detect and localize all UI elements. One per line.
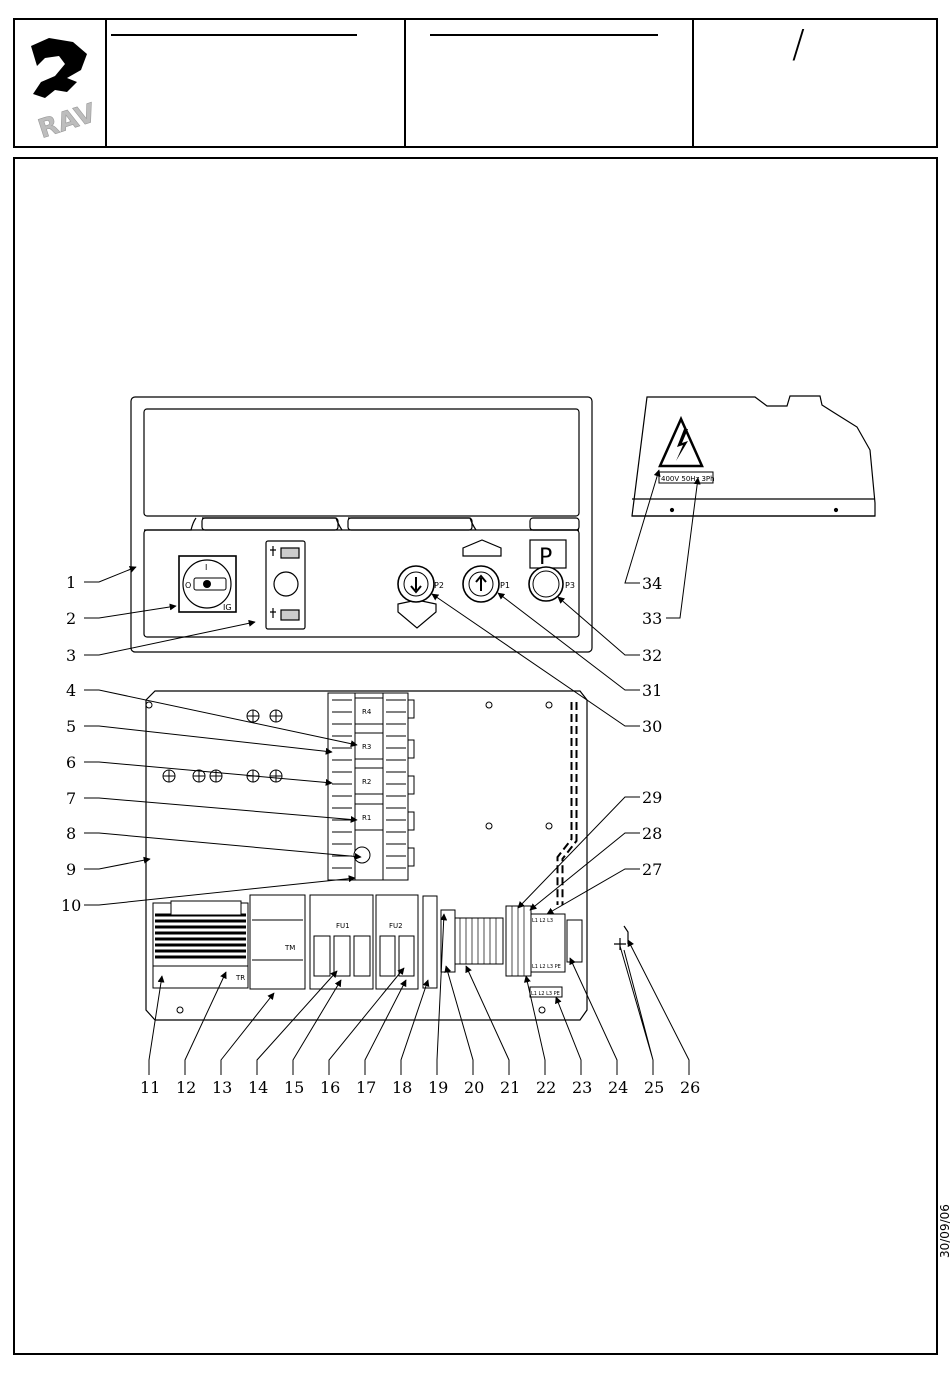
fuse2-label: FU2 (389, 922, 403, 930)
callout-25: 25 (644, 1080, 664, 1096)
callout-30: 30 (642, 719, 662, 735)
earth-bolt (614, 926, 628, 950)
contactor: TM (250, 895, 305, 989)
warning-rating: 400V 50Hz 3Ph (661, 475, 715, 483)
callout-27: 27 (642, 862, 662, 878)
relay-r2: R2 (362, 778, 371, 786)
callout-33: 33 (642, 611, 662, 627)
callout-2: 2 (66, 611, 76, 627)
p-button[interactable]: P P3 (529, 540, 575, 601)
main-terminals: L1 L2 L3 L1 L2 L3 PE L1 L2 L3 PE (530, 914, 582, 997)
leaders-left (84, 567, 361, 905)
callout-28: 28 (642, 826, 662, 842)
warning-sign: 400V 50Hz 3Ph (659, 419, 715, 483)
terminal-ext-labels: L1 L2 L3 PE (531, 991, 560, 997)
callout-31: 31 (642, 683, 662, 699)
callout-23: 23 (572, 1080, 592, 1096)
transformer-label: TR (235, 974, 245, 982)
callout-22: 22 (536, 1080, 556, 1096)
switch-label: IG (223, 603, 232, 612)
relay-block (328, 693, 414, 880)
terminal-strip (455, 906, 531, 976)
callout-1: 1 (66, 575, 76, 591)
callout-12: 12 (176, 1080, 196, 1096)
callout-3: 3 (66, 648, 76, 664)
power-supply (423, 896, 455, 988)
callout-18: 18 (392, 1080, 412, 1096)
callout-15: 15 (284, 1080, 304, 1096)
callout-14: 14 (248, 1080, 268, 1096)
limit-indicator (266, 541, 305, 629)
callout-19: 19 (428, 1080, 448, 1096)
p2-label: P2 (434, 581, 444, 590)
control-panel (131, 397, 592, 652)
callout-6: 6 (66, 755, 76, 771)
cable (560, 702, 574, 905)
up-button[interactable]: P1 (463, 540, 510, 602)
svg-text:I: I (205, 563, 207, 572)
callout-21: 21 (500, 1080, 520, 1096)
callout-8: 8 (66, 826, 76, 842)
fuse-holder-1: FU1 (310, 895, 373, 989)
main-switch[interactable]: O I IG (179, 556, 236, 612)
callout-32: 32 (642, 648, 662, 664)
transformer: TR (153, 901, 248, 988)
relay-r3: R3 (362, 743, 371, 751)
terminal-top-labels: L1 L2 L3 (532, 918, 553, 924)
callout-20: 20 (464, 1080, 484, 1096)
fuse1-label: FU1 (336, 922, 350, 930)
terminal-bottom-labels: L1 L2 L3 PE (532, 964, 561, 970)
callout-34: 34 (642, 576, 662, 592)
callout-9: 9 (66, 862, 76, 878)
callout-17: 17 (356, 1080, 376, 1096)
fuse-holder-2: FU2 (376, 895, 418, 989)
p1-label: P1 (500, 581, 510, 590)
callout-5: 5 (66, 719, 76, 735)
contactor-label: TM (284, 944, 295, 952)
callout-10: 10 (61, 898, 81, 914)
callout-16: 16 (320, 1080, 340, 1096)
callout-4: 4 (66, 683, 76, 699)
svg-text:O: O (185, 581, 191, 590)
callout-26: 26 (680, 1080, 700, 1096)
callout-24: 24 (608, 1080, 628, 1096)
p3-label: P3 (565, 581, 575, 590)
relay-r4: R4 (362, 708, 372, 716)
relay-r1: R1 (362, 814, 371, 822)
callout-13: 13 (212, 1080, 232, 1096)
callout-29: 29 (642, 790, 662, 806)
callout-11: 11 (140, 1080, 160, 1096)
callout-7: 7 (66, 791, 76, 807)
